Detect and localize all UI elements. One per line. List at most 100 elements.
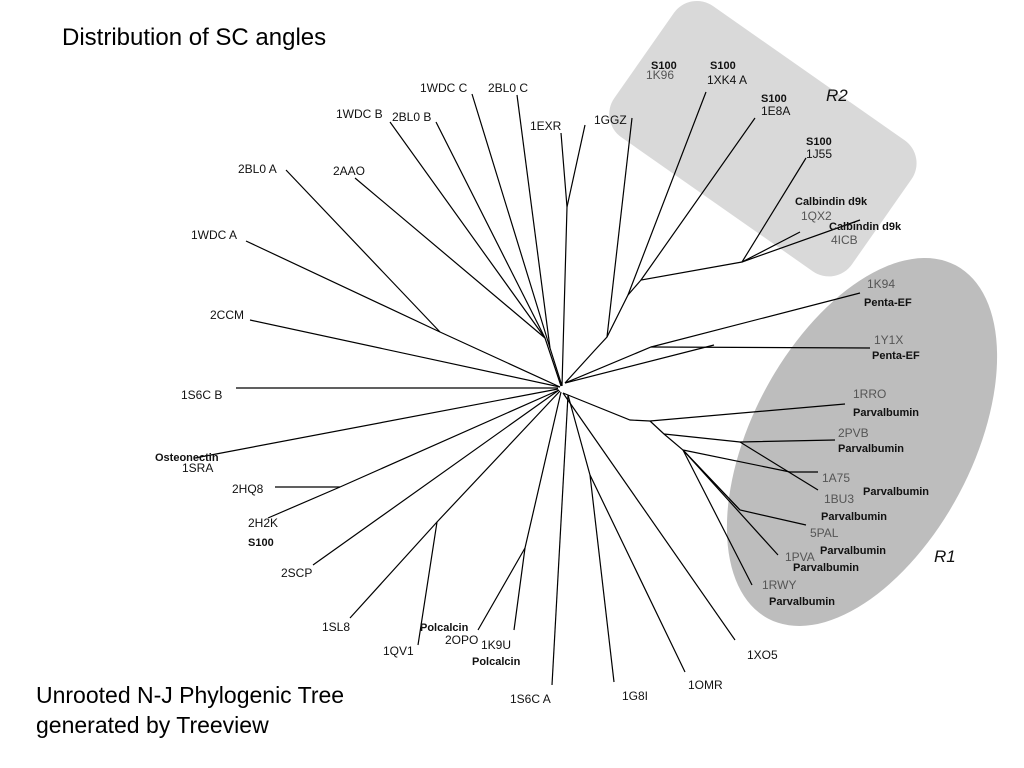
family-label: Calbindin d9k — [795, 196, 868, 208]
edge — [194, 388, 559, 459]
family-label: Parvalbumin — [821, 511, 887, 523]
leaf-label: 1K94 — [867, 277, 895, 291]
edge — [562, 392, 846, 422]
caption-line-1: Unrooted N-J Phylogenic Tree — [36, 682, 345, 708]
leaf-label: 1QV1 — [383, 644, 414, 658]
leaf-label: 1XK4 A — [707, 73, 747, 87]
edge — [513, 391, 562, 631]
edge — [589, 474, 615, 683]
edge — [477, 547, 526, 631]
edge — [640, 117, 756, 281]
leaf-label: 1RRO — [853, 387, 886, 401]
family-label: S100 — [248, 537, 274, 549]
edge — [516, 94, 551, 349]
leaf-label: 1EXR — [530, 119, 562, 133]
family-label: Penta-EF — [872, 350, 920, 362]
leaf-label: 4ICB — [831, 233, 858, 247]
edge — [417, 390, 561, 646]
leaf-label: 1G8I — [622, 689, 648, 703]
leaf-label: 1K96 — [646, 68, 674, 82]
leaf-label: 1WDC B — [336, 107, 383, 121]
edge — [349, 521, 438, 619]
leaf-label: 1A75 — [822, 471, 850, 485]
edge — [627, 91, 707, 296]
family-label: Parvalbumin — [769, 596, 835, 608]
family-label: Polcalcin — [420, 622, 469, 634]
family-label: Parvalbumin — [838, 443, 904, 455]
leaf-label: 2AAO — [333, 164, 365, 178]
leaf-group-r1: 1K94 Penta-EF 1Y1X Penta-EF 1RRO Parvalb… — [762, 277, 929, 608]
edge — [435, 121, 546, 339]
leaf-label: 1PVA — [785, 550, 815, 564]
edge — [682, 449, 779, 556]
edge — [562, 392, 736, 641]
edge — [606, 117, 633, 338]
leaf-label: 1GGZ — [594, 113, 627, 127]
leaf-label: 1SL8 — [322, 620, 350, 634]
leaf-label: 5PAL — [810, 526, 839, 540]
edge — [245, 240, 561, 388]
edge — [566, 124, 586, 208]
family-label: S100 — [806, 136, 832, 148]
leaf-label: 1Y1X — [874, 333, 903, 347]
leaf-label: 1J55 — [806, 147, 832, 161]
family-label: Parvalbumin — [863, 486, 929, 498]
leaf-label: 1OMR — [688, 678, 723, 692]
leaf-label: 1SRA — [182, 461, 213, 475]
family-label: Penta-EF — [864, 297, 912, 309]
leaf-label: 1S6C A — [510, 692, 551, 706]
leaf-label: 1RWY — [762, 578, 796, 592]
edge — [285, 169, 441, 333]
edge — [741, 157, 807, 263]
edge — [312, 389, 560, 566]
leaf-label: 2HQ8 — [232, 482, 264, 496]
leaf-label: 1BU3 — [824, 492, 854, 506]
leaf-label: 2BL0 B — [392, 110, 431, 124]
region-r2-label: R2 — [826, 86, 848, 105]
leaf-label: 1S6C B — [181, 388, 222, 402]
family-label: Parvalbumin — [793, 562, 859, 574]
leaf-label: 1E8A — [761, 104, 790, 118]
diagram-title: Distribution of SC angles — [62, 24, 327, 51]
tree-edges — [194, 91, 871, 686]
edge — [564, 344, 715, 384]
edge — [739, 441, 819, 491]
leaf-group-lower: 1XO5 1OMR 1G8I 1S6C A 1K9U Polcalcin Pol… — [155, 452, 778, 706]
leaf-label: 1WDC A — [191, 228, 237, 242]
leaf-label: 1WDC C — [420, 81, 468, 95]
edge — [682, 449, 818, 473]
region-r1-highlight — [726, 258, 998, 626]
edge — [741, 231, 801, 263]
family-label: S100 — [710, 60, 736, 72]
edge — [471, 93, 563, 387]
family-label: Calbindin d9k — [829, 221, 902, 233]
edge — [249, 319, 561, 388]
leaf-group-upper-left: 1S6C B 2CCM 1WDC A 2BL0 A 2AAO 1WDC B 2B… — [181, 81, 627, 402]
leaf-label: 2BL0 A — [238, 162, 277, 176]
edge — [551, 394, 569, 686]
leaf-group-r2: S100 1K96 S100 1XK4 A S100 1E8A S100 1J5… — [646, 60, 902, 247]
edge — [560, 132, 568, 387]
leaf-label: 1QX2 — [801, 209, 832, 223]
family-label: S100 — [651, 60, 677, 72]
leaf-label: 2SCP — [281, 566, 312, 580]
leaf-label: 2H2K — [248, 516, 278, 530]
family-label: Parvalbumin — [853, 407, 919, 419]
leaf-label: 2CCM — [210, 308, 244, 322]
leaf-label: 1XO5 — [747, 648, 778, 662]
leaf-label: 2OPO — [445, 633, 478, 647]
leaf-label: 2BL0 C — [488, 81, 528, 95]
leaf-label: 1K9U — [481, 638, 511, 652]
edge — [267, 389, 560, 519]
edge — [389, 121, 546, 339]
leaf-label: 2PVB — [838, 426, 869, 440]
family-label: Parvalbumin — [820, 545, 886, 557]
family-label: Osteonectin — [155, 452, 219, 464]
edge — [682, 449, 753, 586]
region-r2-highlight — [609, 0, 917, 277]
caption-line-2: generated by Treeview — [36, 712, 269, 738]
family-label: S100 — [761, 93, 787, 105]
edge — [650, 292, 861, 348]
edge — [682, 449, 807, 526]
